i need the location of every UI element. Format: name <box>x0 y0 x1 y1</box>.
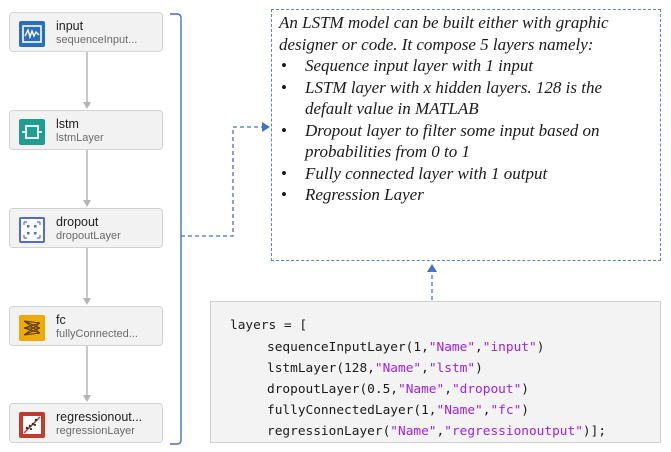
code-line: regressionLayer("Name","regressionoutput… <box>267 424 607 439</box>
code-line: sequenceInputLayer(1,"Name","input") <box>267 340 545 355</box>
sequence-input-icon <box>19 21 45 47</box>
layer-block-input[interactable]: input sequenceInput... <box>9 12 163 52</box>
layer-name: lstm <box>56 117 79 131</box>
description-bullet: Fully connected layer with 1 output <box>279 163 652 185</box>
layer-name: regressionout... <box>56 410 143 424</box>
layer-block-lstm[interactable]: lstm lstmLayer <box>9 110 163 150</box>
layer-name: dropout <box>56 215 99 229</box>
code-line: fullyConnectedLayer(1,"Name","fc") <box>267 403 529 418</box>
layer-type: fullyConnected... <box>56 328 138 340</box>
description-list: Sequence input layer with 1 input LSTM l… <box>279 55 652 206</box>
layer-type: dropoutLayer <box>56 230 121 242</box>
description-bullet: Regression Layer <box>279 184 652 206</box>
layer-type: lstmLayer <box>56 132 104 144</box>
fully-connected-icon <box>19 315 45 341</box>
code-line: dropoutLayer(0.5,"Name","dropout") <box>267 382 529 397</box>
layer-name: input <box>56 19 84 33</box>
description-intro: An LSTM model can be built either with g… <box>279 13 609 54</box>
layer-block-dropout[interactable]: dropout dropoutLayer <box>9 208 163 248</box>
regression-icon <box>19 412 45 438</box>
layer-name: fc <box>56 313 66 327</box>
description-bullet: Dropout layer to filter some input based… <box>279 120 652 163</box>
bracket-to-description-arrow <box>181 126 262 237</box>
code-line: lstmLayer(128,"Name","lstm") <box>267 361 483 376</box>
dropout-icon <box>19 217 45 243</box>
layer-block-regression[interactable]: regressionout... regressionLayer <box>9 403 163 443</box>
layer-type: sequenceInput... <box>56 34 138 46</box>
layer-flow-arrows <box>83 52 91 402</box>
description-box: An LSTM model can be built either with g… <box>271 9 661 261</box>
code-box: layers = [ sequenceInputLayer(1,"Name","… <box>210 301 661 443</box>
layers-bracket <box>170 13 182 445</box>
layer-block-fc[interactable]: fc fullyConnected... <box>9 306 163 346</box>
lstm-icon <box>19 119 45 145</box>
code-header: layers = [ <box>230 318 308 333</box>
description-bullet: Sequence input layer with 1 input <box>279 55 652 77</box>
layer-type: regressionLayer <box>56 425 135 437</box>
description-bullet: LSTM layer with x hidden layers. 128 is … <box>279 77 652 120</box>
